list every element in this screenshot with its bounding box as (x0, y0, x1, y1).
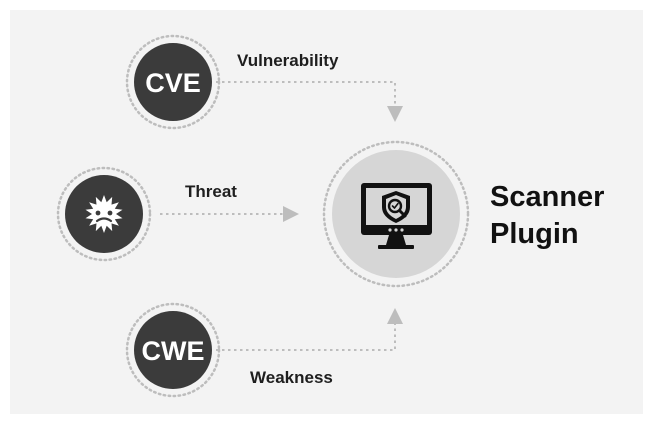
connector-cwe (216, 308, 403, 351)
scanner-hub-node (322, 140, 470, 288)
cwe-node: CWE (125, 302, 221, 398)
cve-label: CVE (145, 68, 201, 98)
connector-threat (160, 206, 299, 222)
monitor-shield-search-icon (361, 183, 432, 249)
arrowhead-down (387, 106, 403, 122)
edge-label-vulnerability: Vulnerability (237, 51, 339, 70)
cve-node: CVE (125, 34, 221, 130)
burst-icon (85, 195, 123, 233)
connector-cve (216, 81, 403, 122)
arrowhead-up (387, 308, 403, 324)
cwe-label: CWE (142, 336, 205, 366)
title-line-1: Scanner (490, 181, 604, 213)
threat-node (56, 166, 152, 262)
edge-label-threat: Threat (185, 182, 237, 201)
edge-label-weakness: Weakness (250, 368, 333, 387)
title-line-2: Plugin (490, 218, 579, 250)
arrowhead-right (283, 206, 299, 222)
